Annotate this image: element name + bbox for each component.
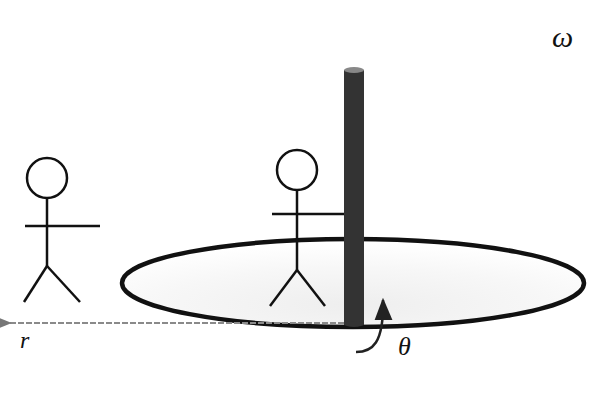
rotation-arrow (356, 300, 383, 352)
person-outside (24, 158, 100, 302)
angle-label: θ (398, 334, 411, 360)
pole-base (344, 321, 364, 327)
person-on-disk (270, 150, 344, 306)
pole-top (344, 67, 364, 73)
pole (344, 70, 364, 325)
angular-velocity-label: ω (552, 22, 573, 52)
radius-label: r (20, 328, 29, 352)
radius-arrow (10, 322, 352, 324)
